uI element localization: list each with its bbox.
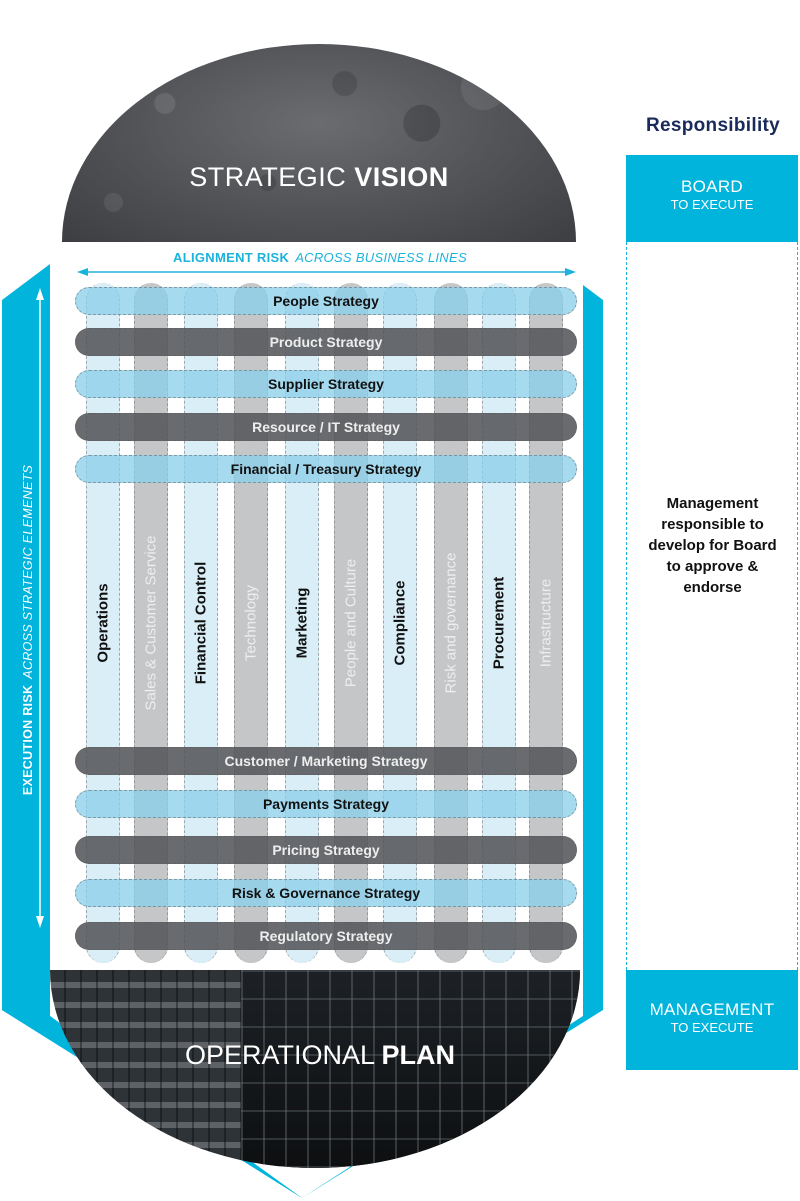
strategy-band: People Strategy bbox=[75, 287, 577, 315]
management-sublabel: TO EXECUTE bbox=[670, 1020, 754, 1035]
responsibility-heading: Responsibility bbox=[645, 115, 781, 136]
alignment-arrow-left-icon bbox=[77, 268, 88, 276]
execution-risk-label: EXECUTION RISK ACROSS STRATEGIC ELEMENETS bbox=[21, 465, 35, 795]
alignment-risk-qualifier: ACROSS BUSINESS LINES bbox=[295, 250, 467, 265]
strategy-band: Risk & Governance Strategy bbox=[75, 879, 577, 907]
board-responsibility-box: BOARD TO EXECUTE bbox=[626, 155, 798, 242]
vision-title-prefix: STRATEGIC bbox=[189, 162, 347, 192]
strategy-band: Customer / Marketing Strategy bbox=[75, 747, 577, 775]
strategy-band: Pricing Strategy bbox=[75, 836, 577, 864]
building-facade-left bbox=[50, 970, 247, 1168]
execution-arrow-up-icon bbox=[36, 288, 44, 300]
business-line-label: Compliance bbox=[391, 580, 409, 666]
board-label: BOARD bbox=[681, 177, 743, 196]
alignment-arrow-right-icon bbox=[565, 268, 576, 276]
strategy-band: Product Strategy bbox=[75, 328, 577, 356]
board-sublabel: TO EXECUTE bbox=[670, 197, 754, 212]
strategy-band: Financial / Treasury Strategy bbox=[75, 455, 577, 483]
management-responsibility-box: MANAGEMENT TO EXECUTE bbox=[626, 970, 798, 1070]
plan-title-emphasis: PLAN bbox=[381, 1040, 456, 1070]
business-line-label: Sales & Customer Service bbox=[142, 535, 160, 711]
alignment-risk-title: ALIGNMENT RISK bbox=[173, 250, 290, 265]
business-line-label: Technology bbox=[242, 585, 260, 661]
alignment-risk-label: ALIGNMENT RISK ACROSS BUSINESS LINES bbox=[0, 250, 640, 265]
strategic-vision-title: STRATEGIC VISION bbox=[62, 162, 576, 193]
left-frame-band bbox=[2, 264, 302, 1198]
strategy-band: Resource / IT Strategy bbox=[75, 413, 577, 441]
shared-responsibility-area bbox=[626, 242, 798, 970]
business-line-label: Marketing bbox=[293, 587, 311, 659]
execution-arrow-down-icon bbox=[36, 916, 44, 928]
strategy-band: Regulatory Strategy bbox=[75, 922, 577, 950]
business-line-label: Financial Control bbox=[192, 561, 210, 685]
plan-title-prefix: OPERATIONAL bbox=[184, 1040, 375, 1070]
strategy-band: Supplier Strategy bbox=[75, 370, 577, 398]
business-line-label: People and Culture bbox=[342, 558, 360, 688]
shared-responsibility-text: Management responsible to develop for Bo… bbox=[648, 495, 777, 596]
execution-risk-qualifier: ACROSS STRATEGIC ELEMENETS bbox=[21, 464, 35, 679]
business-line-label: Procurement bbox=[490, 576, 508, 670]
operational-plan-title: OPERATIONAL PLAN bbox=[0, 1040, 640, 1071]
business-line-label: Operations bbox=[94, 583, 112, 663]
vision-title-emphasis: VISION bbox=[354, 162, 449, 192]
building-facade-right bbox=[240, 970, 580, 1168]
strategy-band: Payments Strategy bbox=[75, 790, 577, 818]
business-line-label: Risk and governance bbox=[442, 552, 460, 694]
operational-plan-image bbox=[50, 970, 580, 1168]
business-line-label: Infrastructure bbox=[537, 578, 555, 668]
execution-risk-title: EXECUTION RISK bbox=[21, 684, 35, 796]
management-label: MANAGEMENT bbox=[649, 1000, 775, 1019]
